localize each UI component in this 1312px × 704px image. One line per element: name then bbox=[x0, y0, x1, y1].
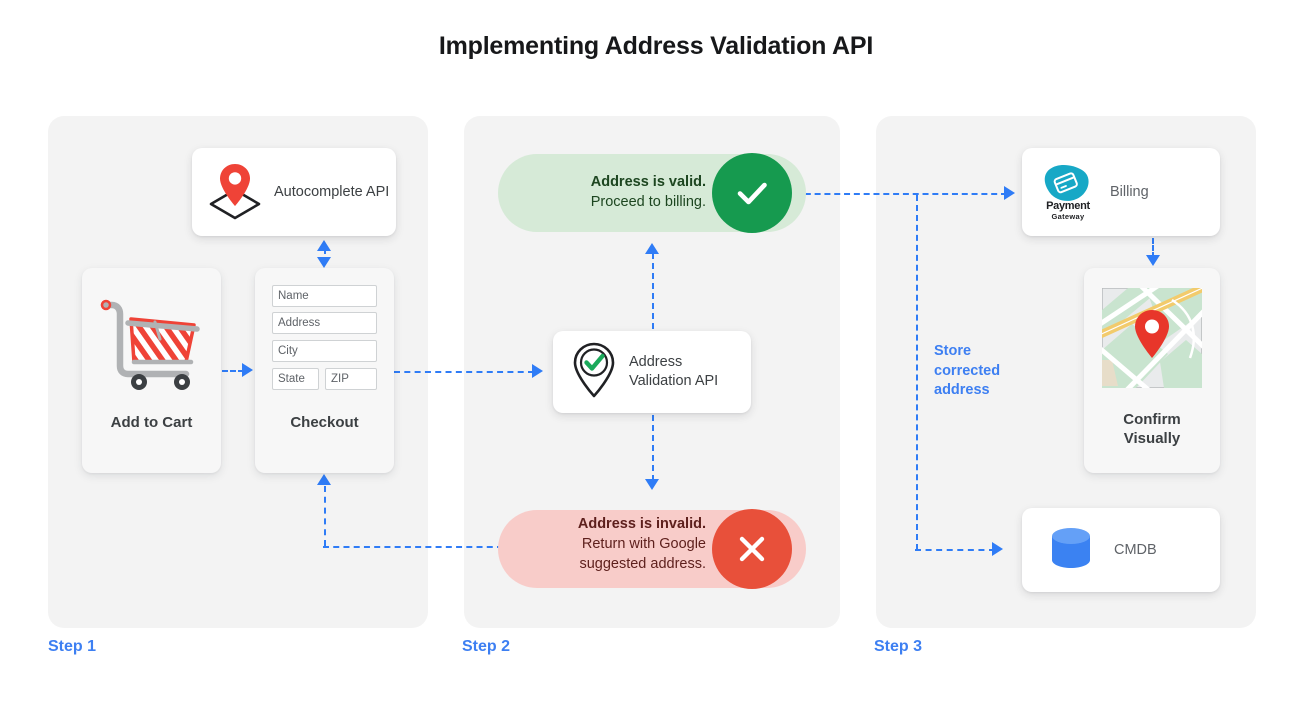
address-invalid-line1: Address is invalid. bbox=[577, 516, 706, 532]
pin-check-icon bbox=[571, 341, 617, 404]
address-valid-line2: Proceed to billing. bbox=[590, 194, 706, 210]
shopping-cart-icon bbox=[98, 292, 206, 397]
payment-gateway-icon: Payment Gateway bbox=[1040, 163, 1096, 221]
checkout-card[interactable]: Name Address City State ZIP Checkout bbox=[255, 268, 394, 473]
city-field[interactable]: City bbox=[272, 340, 377, 362]
connector-invalid-return-horizontal bbox=[323, 546, 503, 548]
autocomplete-api-label: Autocomplete API bbox=[274, 183, 390, 200]
step-1-label: Step 1 bbox=[48, 638, 97, 655]
address-validation-api-card[interactable]: Address Validation API bbox=[553, 331, 751, 413]
connector-store-horizontal bbox=[915, 549, 995, 551]
arrow-up-valid bbox=[645, 243, 659, 254]
connector-validation-valid bbox=[651, 253, 654, 329]
name-field[interactable]: Name bbox=[272, 285, 377, 307]
connector-autocomplete-checkout bbox=[323, 250, 326, 254]
arrow-down-confirm bbox=[1146, 255, 1160, 266]
address-invalid-text: Address is invalid. Return with Google s… bbox=[506, 514, 706, 574]
connector-invalid-return-vertical bbox=[323, 486, 326, 546]
autocomplete-api-card[interactable]: Autocomplete API bbox=[192, 148, 396, 236]
confirm-visually-caption: Confirm Visually bbox=[1123, 411, 1181, 447]
payment-gateway-wordmark: Payment Gateway bbox=[1046, 200, 1090, 221]
zip-field[interactable]: ZIP bbox=[325, 368, 377, 390]
address-valid-line1: Address is valid. bbox=[590, 174, 706, 190]
map-pin-diamond-icon bbox=[206, 160, 264, 225]
address-field[interactable]: Address bbox=[272, 312, 377, 334]
step-3-label: Step 3 bbox=[874, 638, 923, 655]
connector-store-vertical bbox=[915, 195, 918, 550]
database-cylinder-icon bbox=[1048, 525, 1094, 576]
add-to-cart-card[interactable]: Add to Cart bbox=[82, 268, 221, 473]
cmdb-label: CMDB bbox=[1114, 542, 1157, 558]
page-title: Implementing Address Validation API bbox=[438, 32, 874, 60]
connector-valid-billing bbox=[795, 193, 1007, 195]
billing-card[interactable]: Payment Gateway Billing bbox=[1022, 148, 1220, 236]
add-to-cart-caption: Add to Cart bbox=[110, 414, 193, 431]
store-corrected-address-label: Store corrected address bbox=[934, 343, 1001, 398]
arrow-up-invalid-return bbox=[317, 474, 331, 485]
arrow-right-checkout bbox=[532, 364, 543, 378]
arrow-up-autocomplete bbox=[317, 240, 331, 251]
connector-cart-checkout bbox=[222, 370, 244, 372]
connector-validation-invalid bbox=[651, 415, 654, 481]
arrow-right-cmdb bbox=[992, 542, 1003, 556]
billing-label: Billing bbox=[1110, 184, 1149, 200]
address-invalid-line3: suggested address. bbox=[579, 556, 706, 572]
map-thumbnail-icon bbox=[1095, 280, 1209, 395]
connector-checkout-validation bbox=[394, 371, 534, 373]
state-field[interactable]: State bbox=[272, 368, 319, 390]
address-validation-api-label: Address Validation API bbox=[629, 354, 719, 389]
address-invalid-line2: Return with Google bbox=[581, 536, 706, 552]
address-valid-text: Address is valid. Proceed to billing. bbox=[516, 172, 706, 212]
connector-billing-confirm bbox=[1152, 238, 1154, 258]
cmdb-card[interactable]: CMDB bbox=[1022, 508, 1220, 592]
arrow-down-autocomplete bbox=[317, 257, 331, 268]
confirm-visually-card[interactable]: Confirm Visually bbox=[1084, 268, 1220, 473]
step-2-label: Step 2 bbox=[462, 638, 511, 655]
x-circle-icon bbox=[712, 509, 792, 589]
arrow-right-billing bbox=[1004, 186, 1015, 200]
arrow-down-invalid bbox=[645, 479, 659, 490]
checkout-caption: Checkout bbox=[290, 414, 359, 431]
arrow-right-cart bbox=[242, 363, 253, 377]
check-circle-icon bbox=[712, 153, 792, 233]
